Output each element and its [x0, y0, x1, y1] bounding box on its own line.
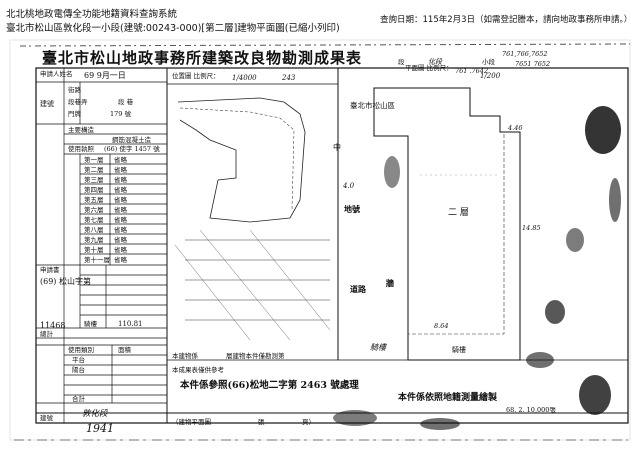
svg-text:7651 7652: 7651 7652: [515, 60, 550, 68]
svg-text:地號: 地號: [344, 204, 360, 214]
addr-door-value: 179 號: [110, 109, 131, 118]
addr-door-label: 門牌: [68, 109, 82, 118]
query-date: 查詢日期：115年2月3日（如需登記謄本，請向地政事務所申請。）: [380, 15, 633, 25]
svg-text:小段: 小段: [482, 57, 496, 66]
position-map: 位置圖 比例尺： 1/4000 243: [167, 71, 338, 341]
floor-2: 第二層: [84, 165, 104, 174]
svg-text:中: 中: [333, 142, 341, 152]
svg-text:化段: 化段: [428, 58, 443, 66]
left-table-labels: 申請人姓名 69 9月一日 建號 街路 段巷弄 門牌 段 巷 179 號 主要構…: [40, 69, 160, 422]
svg-text:層建物本件僅勘測第: 層建物本件僅勘測第: [226, 351, 285, 360]
svg-text:牆: 牆: [386, 278, 394, 288]
svg-text:頁）: 頁）: [302, 418, 315, 426]
floor-3-value: 省略: [114, 175, 128, 184]
notes: 本建物係 層建物本件僅勘測第 本成果表僅供參考: [172, 351, 285, 374]
addr-lane-value: 段 巷: [118, 97, 134, 106]
usage-value: (66) 使字 1457 號: [104, 144, 160, 153]
road-label-vertical: 臺北市松山區: [350, 100, 395, 110]
floor-10: 第十層: [84, 245, 104, 254]
svg-text:4.46: 4.46: [507, 124, 522, 132]
floor-1: 第一層: [84, 155, 104, 164]
floor-5: 第五層: [84, 195, 104, 204]
usage-col-label: 使用類別: [68, 345, 94, 354]
svg-text:1/200: 1/200: [480, 72, 501, 80]
addr-lane-label: 段巷弄: [68, 97, 88, 106]
svg-text:（建物平面圖: （建物平面圖: [172, 417, 211, 426]
footer-row: （建物平面圖 張 頁） 68. 2. 10,000張: [172, 406, 556, 426]
total-label: 總計: [40, 329, 54, 338]
left-stamp: 建號: [40, 413, 54, 422]
floor-6: 第六層: [84, 205, 104, 214]
svg-text:14.85: 14.85: [522, 224, 541, 232]
svg-text:騎樓: 騎樓: [452, 345, 466, 354]
svg-text:68. 2. 10,000張: 68. 2. 10,000張: [506, 406, 556, 414]
svg-text:平面圖 比例尺：: 平面圖 比例尺：: [405, 63, 453, 72]
application-no: (69) 松山字第: [40, 276, 91, 286]
area-col-label: 面積: [118, 345, 132, 354]
reference-text: 本件係參照(66)松地二字第 2463 號處理: [180, 379, 359, 391]
annex-total: 合計: [72, 394, 86, 403]
floor-plan: 平面圖 比例尺： 1/200 段 化段 小段 761,766,7652 7651…: [333, 50, 550, 361]
svg-text:4.0: 4.0: [342, 182, 355, 190]
svg-text:1/4000: 1/4000: [232, 74, 257, 82]
svg-text:位置圖 比例尺：: 位置圖 比例尺：: [172, 71, 220, 80]
application-no2: 11468: [40, 321, 65, 330]
floor-8-value: 省略: [114, 225, 128, 234]
applicant-label: 申請人姓名: [40, 69, 73, 78]
floor-11: 第十一層: [84, 255, 110, 264]
svg-text:道路: 道路: [350, 284, 367, 294]
addr-street-label: 街路: [68, 85, 82, 94]
svg-text:761 .7642: 761 .7642: [455, 67, 488, 75]
floor-6-value: 省略: [114, 205, 128, 214]
svg-text:243: 243: [281, 74, 296, 82]
left-table-grid: [36, 68, 167, 423]
floor-1-value: 省略: [114, 155, 128, 164]
floor-10-value: 省略: [114, 245, 128, 254]
floor-8: 第八層: [84, 225, 104, 234]
svg-text:騎樓: 騎樓: [370, 343, 387, 352]
structure-label: 主要構造: [68, 125, 95, 134]
total-area-value: 110.81: [118, 320, 143, 328]
svg-text:本成果表僅供參考: 本成果表僅供參考: [172, 365, 225, 374]
svg-text:二 層: 二 層: [448, 207, 469, 218]
floor-4: 第四層: [84, 185, 104, 194]
date-handwritten: 69 9月一日: [84, 71, 126, 80]
building-number-label: 建號: [40, 99, 54, 108]
svg-text:張: 張: [258, 418, 265, 426]
hw-section: 敦化段: [82, 408, 109, 419]
arcade-row-label: 騎樓: [84, 319, 98, 328]
usage-label: 使用執照: [68, 144, 95, 153]
floor-2-value: 省略: [114, 165, 128, 174]
application-label: 申請書: [40, 265, 60, 274]
svg-text:本建物係: 本建物係: [172, 351, 199, 360]
floor-7: 第七層: [84, 215, 104, 224]
page-subtitle: 臺北市松山區敦化段一小段(建號:00243-000)[第二層]建物平面圖(已縮小…: [6, 23, 340, 34]
structure-value: 鋼筋混凝土造: [112, 135, 152, 144]
floor-9-value: 省略: [114, 235, 128, 244]
floor-5-value: 省略: [114, 195, 128, 204]
svg-text:段: 段: [398, 57, 405, 66]
floor-3: 第三層: [84, 175, 104, 184]
system-title: 北北桃地政電傳全功能地籍資料查詢系統: [6, 9, 178, 20]
svg-text:761,766,7652: 761,766,7652: [502, 50, 548, 58]
hw-number: 1941: [86, 422, 114, 435]
annex-platform: 平台: [72, 355, 85, 364]
floor-11-value: 省略: [114, 255, 128, 264]
surveyor-text: 本件係依照地籍測量繪製: [398, 391, 498, 403]
floor-9: 第九層: [84, 235, 104, 244]
floor-4-value: 省略: [114, 185, 128, 194]
form-title: 臺北市松山地政事務所建築改良物勘測成果表: [42, 49, 362, 67]
annex-balcony: 陽台: [72, 365, 85, 374]
form-border: [35, 67, 629, 424]
floor-7-value: 省略: [114, 215, 128, 224]
svg-text:8.64: 8.64: [434, 322, 448, 330]
scan-noise: [333, 106, 621, 430]
